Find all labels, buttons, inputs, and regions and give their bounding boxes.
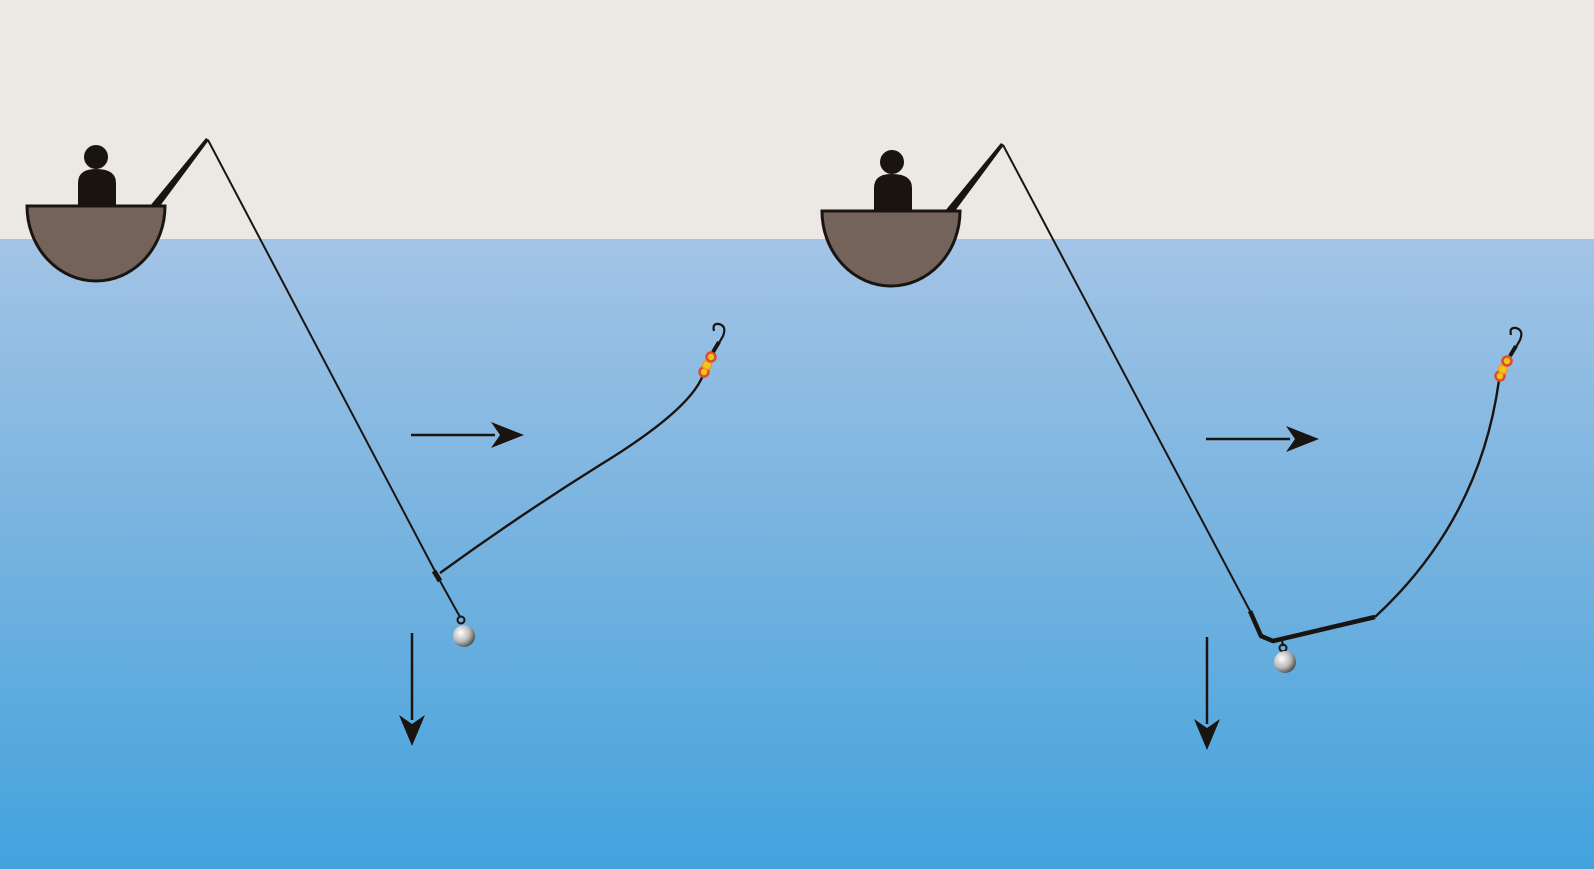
main-line [1002, 144, 1251, 612]
bead-icon [1501, 355, 1513, 367]
rod-icon [150, 138, 209, 206]
hook-icon [712, 322, 726, 344]
sinker-ring [456, 615, 466, 625]
arrow-right-icon [1206, 426, 1319, 452]
leader-line [1374, 379, 1501, 618]
angler-icon [78, 145, 116, 206]
boat-icon [25, 204, 167, 283]
arrow-right-icon [411, 422, 524, 448]
main-line [207, 139, 438, 576]
bead-icon [705, 351, 717, 363]
arrow-down-icon [1194, 637, 1220, 750]
hook-snell [1508, 344, 1518, 358]
sinker-dropper [439, 580, 461, 618]
sinker-icon [1274, 651, 1296, 673]
hook-snell [711, 340, 721, 354]
left-rig-panel [25, 138, 726, 746]
swivel [431, 569, 443, 583]
boom-arm [1247, 610, 1376, 644]
angler-icon [874, 150, 912, 211]
leader-line [439, 374, 705, 574]
sinker-icon [453, 625, 475, 647]
water [0, 239, 1594, 869]
right-rig-panel [820, 143, 1523, 750]
rod-icon [945, 143, 1004, 211]
arrow-down-icon [399, 633, 425, 746]
boat-icon [820, 209, 962, 288]
sky [0, 0, 1594, 240]
hook-icon [1509, 326, 1523, 348]
